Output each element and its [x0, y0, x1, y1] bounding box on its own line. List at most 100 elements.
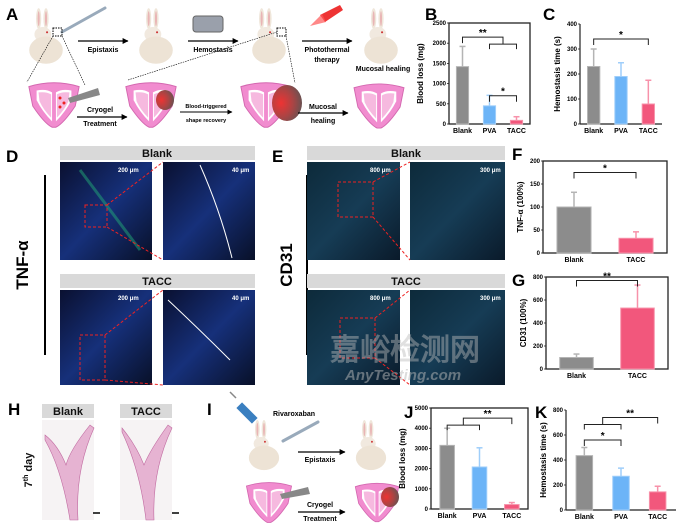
label-rivaroxaban: Rivaroxaban [273, 411, 315, 418]
micrograph [307, 290, 400, 385]
panel-label-i: I [207, 400, 212, 419]
arrow-label-cryogel: Cryogel [87, 107, 113, 114]
y-tick-label: 400 [553, 458, 564, 464]
arrow-label-healing: healing [311, 118, 336, 125]
arrow-label-hemostasis: Hemostasis [193, 47, 232, 54]
y-tick-label: 600 [553, 433, 564, 439]
cryogel-cylinder-icon [192, 15, 224, 33]
arrow-label-blood-triggered: Blood-triggered [185, 104, 226, 110]
arrow-label-treatment: Treatment [83, 121, 117, 128]
x-category-label: TACC [502, 513, 521, 520]
x-category-label: PVA [614, 514, 628, 521]
x-category-label: PVA [473, 513, 487, 520]
y-tick-label: 800 [533, 275, 544, 281]
significance-label: * [501, 87, 505, 98]
y-tick-label: 0 [560, 508, 564, 514]
scale-bar-label: 800 μm [370, 296, 391, 302]
bar-pva [612, 475, 630, 511]
significance-sub-bracket [446, 424, 480, 431]
bar-pva [482, 105, 497, 125]
panel-label-g: G [512, 271, 525, 290]
marker-label-tnf: TNF-α [13, 240, 32, 290]
significance-label: ** [603, 271, 611, 282]
y-axis-label: CD31 (100%) [519, 298, 528, 347]
arrow-label-photothermal: Photothermal [304, 47, 349, 54]
y-tick-label: 2000 [415, 467, 429, 473]
bar-tacc [509, 119, 524, 125]
nasal-cavity-illustration [246, 482, 292, 523]
group-header-tacc: TACC [142, 276, 172, 288]
y-tick-label: 4000 [415, 426, 429, 432]
x-category-label: Blank [438, 513, 457, 520]
rabbit-illustration [252, 8, 286, 64]
y-axis-label: Blood loss (mg) [398, 428, 407, 489]
y-tick-label: 800 [553, 408, 564, 414]
arrow-label-epistaxis: Epistaxis [88, 47, 119, 54]
watermark-cn: 嘉峪检测网 [330, 333, 480, 368]
micrograph-zoom [410, 290, 505, 385]
micrograph-zoom [163, 290, 255, 385]
panel-d-immunofluorescence: D TNF-α Blank 200 μm 40 μm TACC 200 μm 4… [6, 146, 255, 386]
scale-bar-label: 200 μm [118, 296, 139, 302]
cryogel-in-cavity [156, 90, 174, 110]
scale-bar-label: 800 μm [370, 168, 391, 174]
label-mucosal-healing: Mucosal healing [356, 66, 410, 73]
scale-bar-label: 300 μm [480, 168, 501, 174]
expanded-cryogel [272, 85, 302, 121]
y-axis-label: Blood loss (mg) [416, 43, 425, 104]
bar-tacc [648, 491, 667, 511]
nasal-cavity-illustration [28, 82, 80, 128]
swab-icon [60, 6, 107, 34]
rabbit-illustration [364, 8, 398, 64]
syringe-icon [229, 391, 258, 424]
y-tick-label: 0 [537, 251, 541, 257]
micrograph [307, 162, 400, 260]
bar-blank [575, 455, 594, 511]
y-tick-label: 3000 [415, 446, 429, 452]
panel-label-c: C [543, 5, 555, 24]
significance-bracket [462, 36, 504, 45]
x-category-label: Blank [567, 373, 586, 380]
y-tick-label: 1000 [415, 487, 429, 493]
y-tick-label: 100 [567, 97, 578, 103]
y-tick-label: 1500 [433, 61, 447, 67]
y-tick-label: 300 [567, 47, 578, 53]
y-tick-label: 0 [425, 507, 429, 513]
panel-label-h: H [8, 400, 20, 419]
watermark-en: AnyTesting.com [344, 367, 461, 384]
y-tick-label: 200 [567, 72, 578, 78]
bar-pva [614, 76, 628, 125]
swab-icon [281, 420, 320, 443]
y-tick-label: 200 [553, 483, 564, 489]
y-tick-label: 400 [533, 321, 544, 327]
x-category-label: TACC [628, 373, 647, 380]
group-header-blank: Blank [391, 148, 422, 160]
significance-label: * [619, 30, 623, 41]
x-category-label: Blank [453, 128, 472, 135]
y-tick-label: 100 [530, 205, 541, 211]
timepoint-label: 7th day [23, 452, 35, 488]
arrow-label-mucosal: Mucosal [309, 104, 337, 111]
group-header-tacc: TACC [391, 276, 421, 288]
group-header-tacc: TACC [131, 406, 161, 418]
panel-i-schematic: I Rivaroxaban Epistaxis Cryogel Treatmen… [207, 391, 400, 523]
micrograph-zoom [163, 162, 255, 260]
panel-label-a: A [6, 5, 18, 24]
significance-bracket [576, 279, 638, 287]
significance-bracket [462, 417, 513, 426]
y-tick-label: 150 [530, 182, 541, 188]
y-tick-label: 50 [533, 228, 540, 234]
y-tick-label: 2000 [433, 41, 447, 47]
panel-label-b: B [425, 5, 437, 24]
significance-label: ** [484, 409, 492, 420]
cryogel-applicator-icon [68, 88, 100, 103]
bar-tacc [618, 237, 654, 254]
y-tick-label: 200 [530, 159, 541, 165]
scale-bar-label: 40 μm [232, 296, 249, 302]
arrow-label-treatment: Treatment [303, 516, 337, 523]
